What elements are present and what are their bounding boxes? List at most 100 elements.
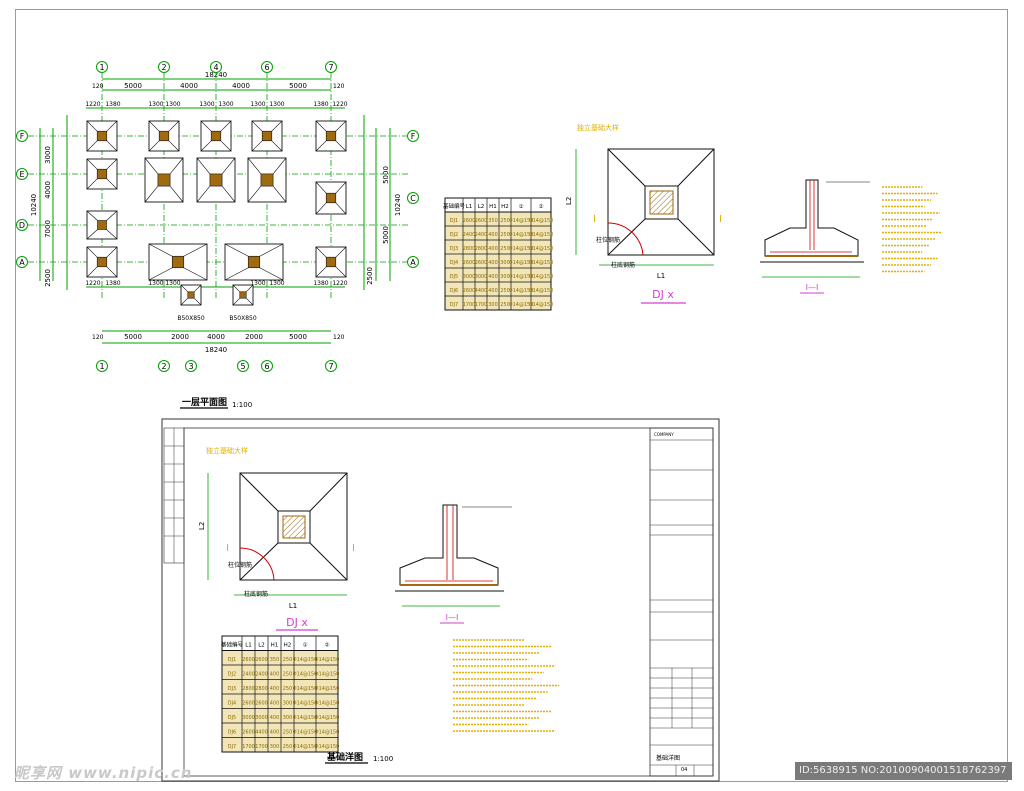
table-cell: 250 [283, 729, 292, 735]
table-cell: 350 [270, 657, 279, 663]
top-dim-1: 5000 [124, 82, 142, 90]
pad-7-F [315, 120, 347, 152]
watermark-left: 昵享网 www.nipic.cn [14, 764, 193, 782]
table-cell: 400 [488, 260, 497, 266]
axis-bottom-3: 3 [185, 360, 197, 372]
table-cell: Φ14@150 [315, 729, 340, 735]
axis-bottom-7: 7 [325, 360, 337, 372]
axis-bottom-5: 5 [237, 360, 249, 372]
table-cell: 2800 [475, 246, 488, 252]
table-cell: 4400 [255, 729, 268, 735]
bottom-dim-4: 5000 [289, 333, 307, 341]
pad-1-A [86, 246, 118, 278]
table-cell: 400 [270, 715, 279, 721]
top-sub-dim: 1300 [199, 101, 214, 108]
table-cell: 2600 [463, 288, 476, 294]
table-cell: 2600 [255, 657, 268, 663]
table-header-cell: ② [539, 203, 544, 210]
axis-bottom-7-label: 7 [328, 362, 333, 371]
table-cell: DJ6 [450, 288, 458, 294]
table-header-cell: L1 [466, 204, 473, 210]
title-block-project: COMPANY [654, 432, 674, 437]
table-cell: 1700 [463, 302, 476, 308]
table-cell: 1700 [475, 302, 488, 308]
table-header-cell: L2 [258, 642, 265, 648]
axis-top-2: 2 [158, 61, 170, 73]
axis-top-1: 1 [96, 61, 108, 73]
pad-2-F [148, 120, 180, 152]
sheet-detail-L1: L1 [289, 602, 297, 610]
axis-right-F-label: F [411, 132, 416, 141]
axis-right-C: C [407, 192, 419, 204]
table-cell: DJ3 [228, 686, 236, 692]
bottom-row-dim: 1380 [313, 280, 328, 287]
table-cell: 250 [500, 288, 509, 294]
left-dim-2: 4000 [44, 181, 52, 199]
bottom-dim-1: 5000 [124, 333, 142, 341]
sheet-tag-column-bars: 柱位钢筋 [228, 561, 252, 569]
table-cell: 400 [270, 686, 279, 692]
axis-top-7-label: 7 [328, 63, 333, 72]
bottom-dim-mid: 4000 [207, 333, 225, 341]
footing-detail-top: 独立基础大样 L1 L2 I I 柱位钢筋 柱底钢筋 DJ x I—I [565, 123, 942, 304]
small-pad-label-1: B50X850 [177, 315, 204, 322]
right-overall-dim: 10240 [394, 194, 402, 216]
table-cell: Φ14@150 [509, 232, 534, 238]
top-dim-4: 5000 [289, 82, 307, 90]
top-detail-L2: L2 [565, 197, 573, 205]
table-cell: Φ14@150 [293, 686, 318, 692]
top-section-label: I—I [806, 283, 819, 292]
pad-2-E [144, 157, 184, 203]
table-cell: 2800 [242, 686, 255, 692]
axis-top-6-label: 6 [264, 63, 269, 72]
table-cell: Φ14@150 [509, 274, 534, 280]
table-cell: 250 [500, 246, 509, 252]
left-dim-3: 7000 [44, 220, 52, 238]
pad-6-F [251, 120, 283, 152]
pad-1-F [86, 120, 118, 152]
sheet-detail-title: 独立基础大样 [206, 446, 248, 455]
table-cell: Φ14@150 [509, 218, 534, 224]
top-sub-dim: 1300 [165, 101, 180, 108]
table-cell: DJ6 [228, 729, 236, 735]
table-cell: Φ14@150 [315, 686, 340, 692]
top-tag-bottom-bars: 柱底钢筋 [611, 261, 635, 269]
axis-left-D-label: D [19, 221, 25, 230]
table-cell: Φ14@150 [529, 302, 554, 308]
table-cell: Φ14@150 [529, 288, 554, 294]
left-dim-1: 3000 [44, 146, 52, 164]
pad-7-A [315, 246, 347, 278]
pad-3-small [180, 284, 202, 306]
plan-caption: 一层平面图 [182, 397, 227, 408]
table-cell: 300 [500, 260, 509, 266]
drawing-sheet: COMPANY 基础洋图 04 独立基础大样 L1 L2 I I 柱位钢筋 柱底… [161, 418, 720, 782]
pad-1-E [86, 158, 118, 190]
detail-top-title: 独立基础大样 [577, 123, 619, 132]
sheet-scale: 1:100 [373, 755, 393, 763]
right-dim-1: 5000 [382, 166, 390, 184]
top-section-mark-right: I [719, 214, 722, 225]
table-cell: Φ14@150 [509, 260, 534, 266]
axis-left-F: F [16, 130, 28, 142]
overall-dim-bottom: 18240 [205, 346, 227, 354]
table-cell: 250 [500, 302, 509, 308]
pad-4-E [196, 157, 236, 203]
top-sub-dim: 1220 [85, 101, 100, 108]
sheet-detail-L2: L2 [198, 522, 206, 530]
top-sub-dim: 1300 [269, 101, 284, 108]
table-header-cell: ① [519, 204, 524, 210]
table-cell: 400 [488, 288, 497, 294]
top-section-mark-left: I [593, 214, 596, 225]
table-cell: 2400 [255, 671, 268, 677]
right-dim-2: 5000 [382, 226, 390, 244]
table-cell: 400 [270, 671, 279, 677]
table-cell: Φ14@150 [315, 715, 340, 721]
top-sub-dim: 1380 [105, 101, 120, 108]
top-sub-dim: 1300 [218, 101, 233, 108]
table-cell: 2800 [463, 246, 476, 252]
bottom-row-dim: 1300 [250, 280, 265, 287]
notes-top [882, 186, 942, 273]
table-cell: 250 [283, 744, 292, 750]
